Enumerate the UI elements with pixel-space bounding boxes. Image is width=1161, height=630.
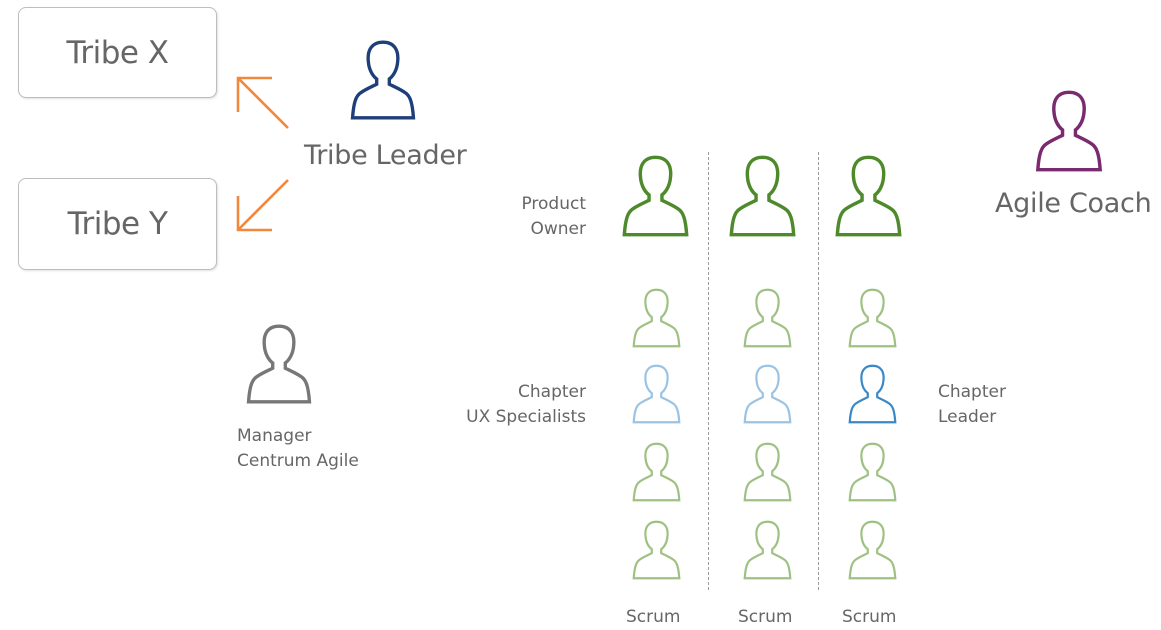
product-owner-line-2: Owner bbox=[530, 219, 586, 239]
team-member-person-icon bbox=[632, 288, 681, 348]
product-owner-person-icon bbox=[622, 155, 689, 237]
scrum-divider-2 bbox=[818, 152, 819, 590]
scrum-divider-1 bbox=[708, 152, 709, 590]
ux-specialist-person-icon bbox=[632, 364, 681, 424]
chapter-ux-line-2: UX Specialists bbox=[466, 407, 586, 427]
agile-coach-label: Agile Coach bbox=[995, 188, 1152, 219]
chapter-ux-label: Chapter UX Specialists bbox=[466, 380, 586, 430]
scrum-label-1: Scrum bbox=[626, 607, 681, 627]
chapter-leader-label: Chapter Leader bbox=[938, 380, 1006, 430]
team-member-person-icon bbox=[632, 520, 681, 580]
arrow-icon bbox=[236, 76, 289, 129]
team-member-person-icon bbox=[743, 442, 792, 502]
product-owner-person-icon bbox=[729, 155, 796, 237]
chapter-leader-line-2: Leader bbox=[938, 407, 997, 427]
arrow-icon bbox=[236, 179, 289, 232]
ux-specialist-person-icon bbox=[743, 364, 792, 424]
tribe-leader-label: Tribe Leader bbox=[304, 140, 467, 171]
product-owner-label: Product Owner bbox=[521, 192, 586, 242]
team-member-person-icon bbox=[743, 288, 792, 348]
scrum-label-2: Scrum bbox=[738, 607, 793, 627]
team-member-person-icon bbox=[848, 288, 897, 348]
team-member-person-icon bbox=[848, 442, 897, 502]
tribe-leader-person-icon bbox=[350, 40, 416, 120]
chapter-ux-line-1: Chapter bbox=[518, 382, 586, 402]
team-member-person-icon bbox=[848, 520, 897, 580]
team-member-person-icon bbox=[743, 520, 792, 580]
scrum-label-3: Scrum bbox=[842, 607, 897, 627]
manager-label: Manager Centrum Agile bbox=[237, 424, 359, 474]
chapter-leader-person-icon bbox=[848, 364, 897, 424]
agile-coach-person-icon bbox=[1035, 90, 1103, 172]
product-owner-person-icon bbox=[835, 155, 902, 237]
chapter-leader-line-1: Chapter bbox=[938, 382, 1006, 402]
tribe-x-label: Tribe X bbox=[66, 34, 169, 71]
tribe-x-box: Tribe X bbox=[18, 7, 217, 98]
team-member-person-icon bbox=[632, 442, 681, 502]
manager-line-2: Centrum Agile bbox=[237, 451, 359, 471]
manager-person-icon bbox=[246, 324, 312, 404]
manager-line-1: Manager bbox=[237, 426, 312, 446]
tribe-y-box: Tribe Y bbox=[18, 178, 217, 270]
tribe-y-label: Tribe Y bbox=[67, 206, 168, 242]
product-owner-line-1: Product bbox=[521, 194, 586, 214]
